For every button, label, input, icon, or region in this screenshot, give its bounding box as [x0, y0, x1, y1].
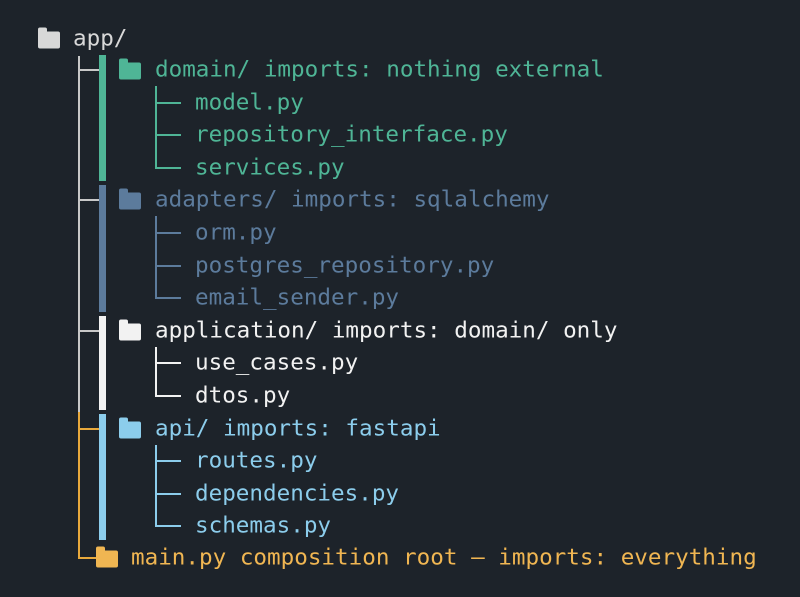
file-branch-line [155, 395, 181, 397]
file-label[interactable]: dtos.py [195, 382, 291, 409]
branch-main [78, 557, 98, 559]
file-branch-line [155, 264, 181, 267]
file-label[interactable]: model.py [195, 89, 304, 116]
file-branch-line [155, 134, 181, 137]
trunk-line-main [78, 412, 80, 558]
folder-label[interactable]: domain/ imports: nothing external [155, 56, 604, 83]
file-branch-line [155, 166, 181, 169]
folder-label[interactable]: api/ imports: fastapi [155, 415, 441, 442]
root-folder-label[interactable]: app/ [73, 25, 128, 52]
folder-icon [38, 27, 60, 49]
file-label[interactable]: orm.py [195, 219, 277, 246]
file-label[interactable]: use_cases.py [195, 349, 359, 376]
file-label[interactable]: dependencies.py [195, 480, 400, 507]
file-tree-vertical-line [155, 86, 157, 168]
group-color-bar [99, 315, 106, 410]
file-branch-line [155, 525, 181, 528]
folder-icon [119, 417, 141, 439]
group-color-bar [99, 55, 106, 182]
file-branch-line [155, 232, 181, 234]
folder-label[interactable]: application/ imports: domain/ only [155, 317, 618, 344]
branch-line [78, 329, 100, 332]
file-branch-line [155, 297, 181, 300]
file-label[interactable]: routes.py [195, 447, 318, 474]
branch-line [78, 199, 100, 202]
folder-icon [119, 188, 141, 210]
file-label[interactable]: schemas.py [195, 512, 332, 539]
file-branch-line [155, 460, 181, 463]
group-color-bar [99, 185, 106, 312]
branch-line [78, 427, 100, 430]
file-label[interactable]: repository_interface.py [195, 121, 508, 148]
file-label[interactable]: services.py [195, 154, 345, 181]
file-label[interactable]: postgres_repository.py [195, 252, 495, 279]
folder-icon [119, 319, 141, 341]
group-color-bar [99, 413, 106, 540]
main-file-label[interactable]: main.py composition root — imports: ever… [131, 544, 757, 571]
trunk-line [78, 56, 80, 412]
file-branch-line [155, 492, 181, 495]
folder-label[interactable]: adapters/ imports: sqlalchemy [155, 186, 550, 213]
folder-icon [119, 58, 141, 80]
file-branch-line [155, 101, 181, 104]
file-branch-line [155, 362, 181, 365]
file-tree-vertical-line [155, 346, 157, 396]
folder-icon [96, 546, 118, 568]
branch-line [78, 69, 100, 71]
file-tree-vertical-line [155, 444, 157, 527]
file-label[interactable]: email_sender.py [195, 284, 400, 311]
file-tree-vertical-line [155, 216, 157, 299]
